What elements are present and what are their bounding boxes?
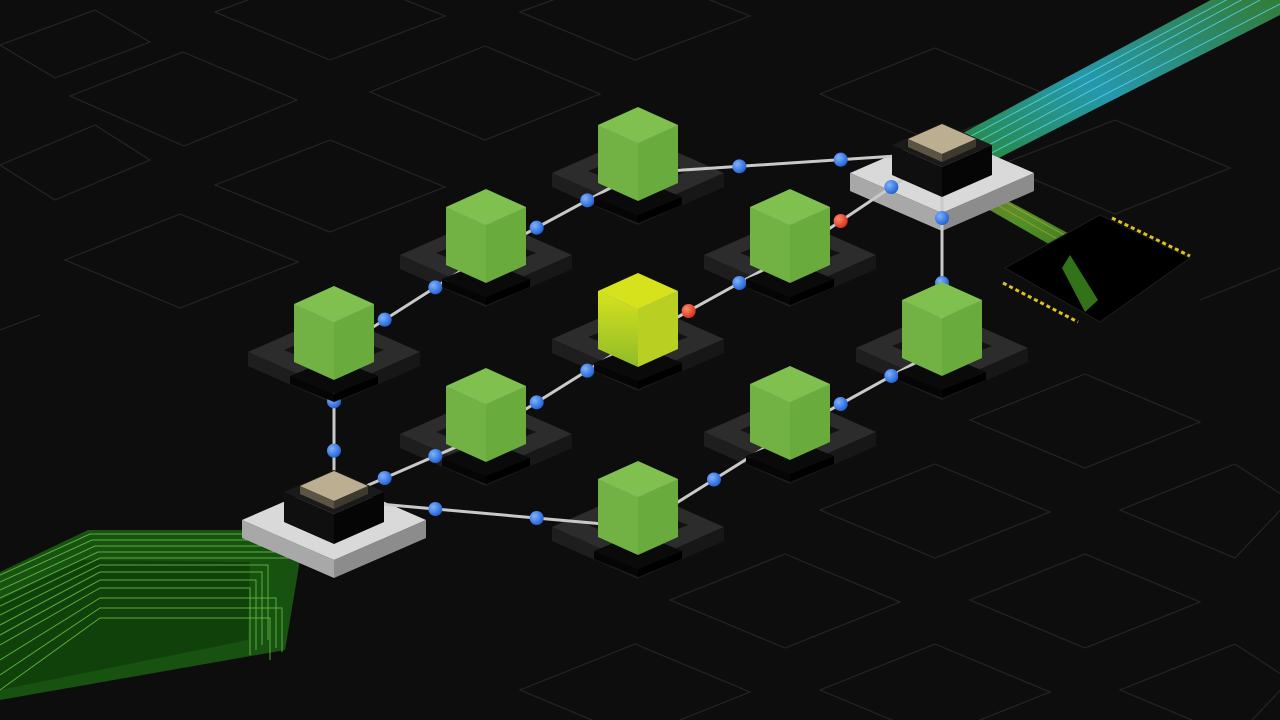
node-cube-n3[interactable] bbox=[594, 107, 682, 223]
gateway-g2[interactable] bbox=[892, 123, 992, 197]
node-cube-n7[interactable] bbox=[898, 282, 986, 398]
packet-blue bbox=[428, 280, 443, 295]
packet-blue bbox=[732, 276, 747, 290]
packet-blue bbox=[833, 397, 848, 411]
packet-blue bbox=[327, 443, 341, 458]
packet-blue bbox=[377, 312, 392, 327]
packet-blue bbox=[833, 152, 848, 167]
output-data-streams bbox=[950, 0, 1280, 324]
packet-blue bbox=[428, 502, 443, 516]
packet-blue bbox=[935, 211, 949, 225]
packet-blue bbox=[529, 220, 544, 235]
packet-blue bbox=[580, 193, 595, 208]
link-g1-n10 bbox=[332, 498, 640, 529]
packet-red bbox=[833, 214, 848, 228]
packet-blue bbox=[377, 471, 392, 485]
packet-red bbox=[681, 304, 696, 318]
node-cube-n10[interactable] bbox=[594, 461, 682, 577]
packet-blue bbox=[884, 369, 899, 383]
node-cube-n1[interactable] bbox=[290, 286, 378, 402]
node-cube-n6[interactable] bbox=[442, 368, 530, 484]
packet-blue bbox=[732, 159, 747, 174]
node-cube-n5[interactable] bbox=[594, 273, 682, 389]
packet-blue bbox=[529, 511, 544, 525]
packet-blue bbox=[529, 395, 544, 410]
packet-blue bbox=[428, 449, 443, 463]
node-cube-n2[interactable] bbox=[442, 189, 530, 305]
packet-blue bbox=[884, 180, 899, 194]
node-cube-n4[interactable] bbox=[746, 189, 834, 305]
packet-blue bbox=[580, 363, 595, 378]
gateway-g1[interactable] bbox=[284, 470, 384, 544]
input-data-stream bbox=[0, 530, 330, 700]
link-n3-g2 bbox=[636, 151, 944, 175]
packet-blue bbox=[707, 472, 721, 487]
node-cube-n9[interactable] bbox=[746, 366, 834, 482]
